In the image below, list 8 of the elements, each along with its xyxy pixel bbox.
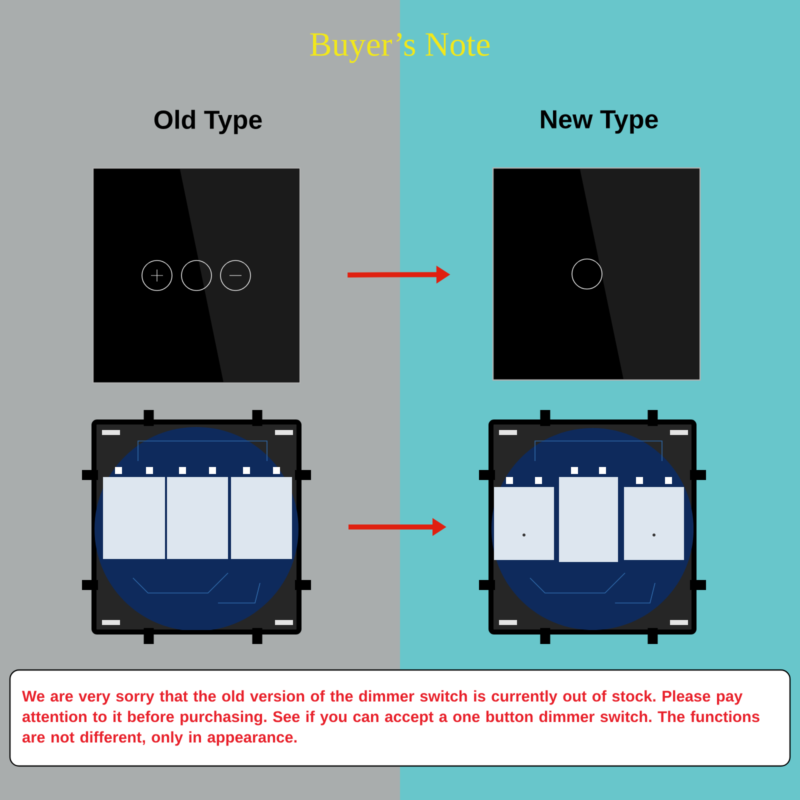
note-box: We are very sorry that the old version of the dimmer switch is currently out of stock. Please pay attention to it before purchasing. See if you can accept a one button dimmer switch. The functions are not different, only in appearance. — [9, 669, 791, 767]
column-heading: Old Type — [154, 110, 262, 134]
switch-panel-drawing — [92, 167, 301, 384]
switch-module-drawing — [479, 410, 706, 644]
column-heading: New Type — [541, 110, 658, 134]
switch-panel-drawing — [492, 167, 701, 381]
switch-module-drawing — [82, 410, 311, 644]
title: Buyer’s Note — [310, 33, 490, 63]
